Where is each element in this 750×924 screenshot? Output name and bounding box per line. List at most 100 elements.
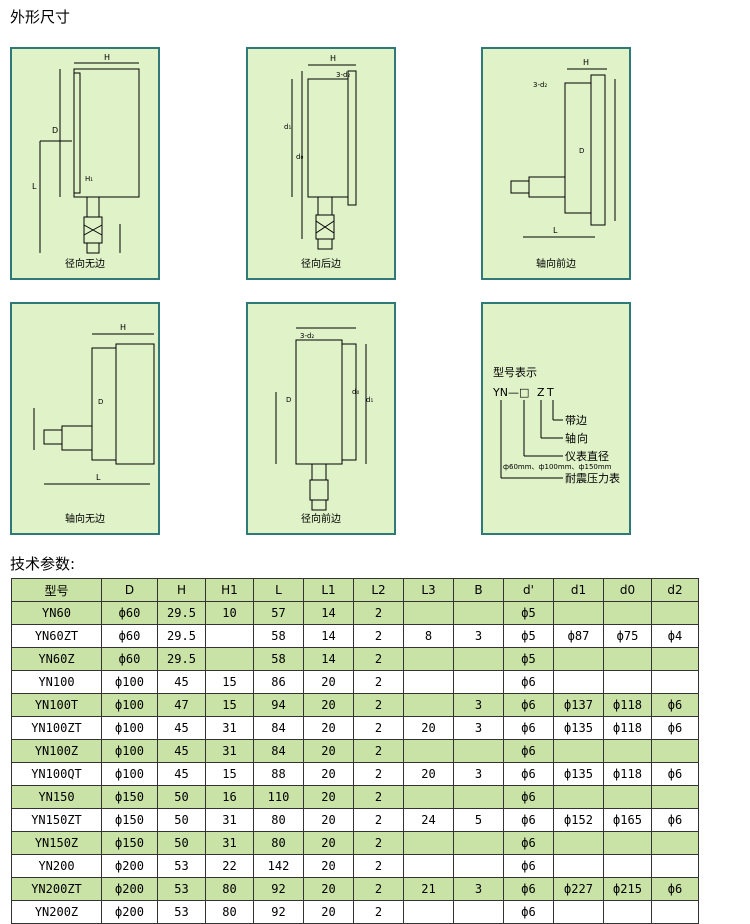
table-cell: 2	[353, 624, 404, 648]
table-cell: ф6	[503, 831, 554, 855]
table-cell: 57	[253, 601, 304, 625]
svg-text:L: L	[32, 182, 37, 191]
diagram-caption: 轴向前边	[536, 259, 576, 270]
table-cell	[651, 739, 699, 763]
svg-text:D: D	[98, 398, 103, 406]
type-label: 耐震压力表	[565, 472, 620, 485]
table-cell	[205, 647, 254, 671]
table-cell	[553, 831, 604, 855]
table-cell: YN200ZT	[11, 877, 102, 901]
diameter-label: 仪表直径	[565, 450, 609, 463]
table-cell: 45	[157, 739, 206, 763]
table-cell: ф6	[651, 762, 699, 786]
svg-text:H: H	[583, 58, 589, 67]
table-cell: 84	[253, 716, 304, 740]
table-cell: 2	[353, 854, 404, 878]
table-cell: 20	[303, 762, 354, 786]
table-cell	[403, 900, 454, 924]
table-cell: ф6	[503, 854, 554, 878]
table-cell	[553, 739, 604, 763]
table-cell: ф5	[503, 601, 554, 625]
table-cell: ф6	[503, 739, 554, 763]
table-cell	[403, 670, 454, 694]
diagram-caption: 轴向无边	[65, 514, 105, 525]
table-cell	[651, 900, 699, 924]
table-cell: 29.5	[157, 601, 206, 625]
table-cell: 88	[253, 762, 304, 786]
table-cell	[651, 854, 699, 878]
table-cell	[453, 739, 504, 763]
diagram-caption: 径向后边	[301, 259, 341, 270]
table-cell: ф6	[651, 877, 699, 901]
table-cell: YN60Z	[11, 647, 102, 671]
table-cell	[553, 854, 604, 878]
table-cell: ф75	[603, 624, 652, 648]
table-cell: 16	[205, 785, 254, 809]
table-cell: 15	[205, 762, 254, 786]
legend-title: 型号表示	[493, 366, 537, 379]
table-cell: YN150Z	[11, 831, 102, 855]
table-cell: 10	[205, 601, 254, 625]
table-cell	[453, 854, 504, 878]
table-cell: 80	[253, 831, 304, 855]
table-cell: YN60ZT	[11, 624, 102, 648]
table-cell: ф137	[553, 693, 604, 717]
table-cell: ф165	[603, 808, 652, 832]
table-cell: ф100	[101, 739, 158, 763]
table-cell: ф135	[553, 762, 604, 786]
column-header: d0	[603, 578, 652, 602]
table-cell: ф100	[101, 762, 158, 786]
table-cell: 20	[403, 762, 454, 786]
svg-text:H: H	[330, 54, 336, 63]
column-header: L3	[403, 578, 454, 602]
table-cell	[553, 900, 604, 924]
table-cell	[403, 601, 454, 625]
table-cell: 2	[353, 647, 404, 671]
column-header: d1	[553, 578, 604, 602]
table-cell: 50	[157, 785, 206, 809]
table-cell: 20	[303, 716, 354, 740]
table-cell: 20	[303, 670, 354, 694]
svg-text:3-d₂: 3-d₂	[300, 332, 314, 340]
column-header: 型号	[11, 578, 102, 602]
table-cell: 31	[205, 808, 254, 832]
dimensions-title: 外形尺寸	[10, 8, 71, 26]
table-cell: ф152	[553, 808, 604, 832]
table-cell: 3	[453, 716, 504, 740]
table-cell: 80	[205, 900, 254, 924]
table-cell	[403, 785, 454, 809]
table-cell	[453, 601, 504, 625]
column-header: d'	[503, 578, 554, 602]
table-cell: 53	[157, 877, 206, 901]
table-cell: 2	[353, 601, 404, 625]
table-cell: 80	[205, 877, 254, 901]
table-cell: ф200	[101, 900, 158, 924]
table-cell: YN100ZT	[11, 716, 102, 740]
table-cell: 29.5	[157, 647, 206, 671]
table-cell: 2	[353, 877, 404, 901]
table-cell	[603, 854, 652, 878]
table-cell	[603, 739, 652, 763]
table-cell	[553, 647, 604, 671]
table-cell: ф6	[503, 877, 554, 901]
table-cell: 2	[353, 693, 404, 717]
table-cell: 84	[253, 739, 304, 763]
svg-text:d₁: d₁	[366, 396, 373, 404]
table-cell: 94	[253, 693, 304, 717]
table-cell: 92	[253, 900, 304, 924]
table-cell: YN100	[11, 670, 102, 694]
table-cell: 20	[303, 900, 354, 924]
table-cell	[603, 670, 652, 694]
table-cell	[603, 900, 652, 924]
table-cell: ф6	[503, 670, 554, 694]
table-cell	[453, 831, 504, 855]
table-cell: ф135	[553, 716, 604, 740]
table-cell: 20	[303, 693, 354, 717]
model-code-legend: 型号表示 YN— □ Z T 带边 轴 向 仪表直径 ф60mm、ф100mm、…	[481, 302, 631, 535]
table-cell: 45	[157, 762, 206, 786]
table-cell: ф118	[603, 762, 652, 786]
